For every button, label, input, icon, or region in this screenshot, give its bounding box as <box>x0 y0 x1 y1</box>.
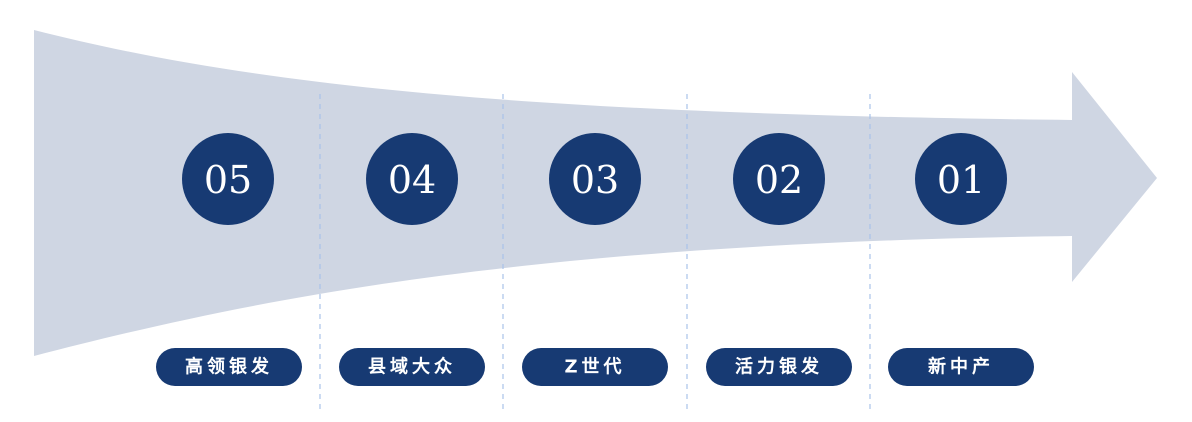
step-label-pill <box>706 348 852 386</box>
step-label-pill <box>156 348 302 386</box>
step-label: 县域大众 <box>368 356 456 378</box>
step-number-circle <box>549 133 641 225</box>
step-label: 高领银发 <box>185 356 273 378</box>
step-04: 04 县域大众 <box>339 133 485 386</box>
step-number: 03 <box>571 158 619 202</box>
step-label-pill <box>522 348 668 386</box>
divider-lines <box>319 94 871 412</box>
step-01: 01 新中产 <box>888 133 1034 386</box>
step-05: 05 高领银发 <box>156 133 302 386</box>
step-label-pill <box>339 348 485 386</box>
step-number: 02 <box>755 158 803 202</box>
step-number-circle <box>915 133 1007 225</box>
step-label: 新中产 <box>928 356 994 378</box>
step-number-circle <box>733 133 825 225</box>
step-label: Z世代 <box>564 357 625 378</box>
step-02: 02 活力银发 <box>706 133 852 386</box>
step-number-circle <box>182 133 274 225</box>
step-number-circle <box>366 133 458 225</box>
step-03: 03 Z世代 <box>522 133 668 386</box>
step-number: 04 <box>388 158 436 202</box>
step-number: 05 <box>204 158 252 202</box>
step-label: 活力银发 <box>735 356 823 378</box>
step-number: 01 <box>937 158 985 202</box>
step-label-pill <box>888 348 1034 386</box>
